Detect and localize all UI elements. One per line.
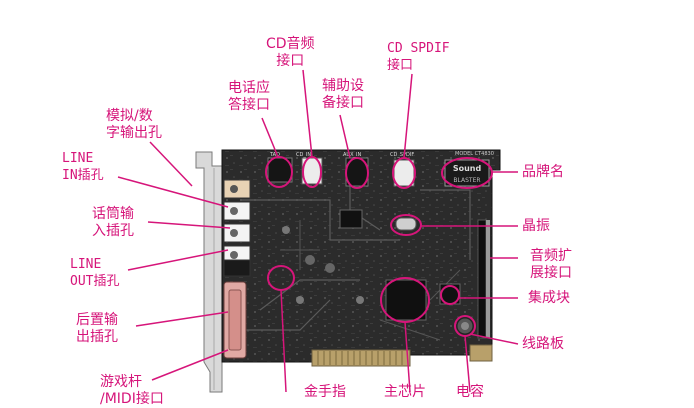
label-cd-spdif: CD SPDIF 接口 xyxy=(387,40,450,74)
silkscreen-cd-spdif: CD_SPDIF xyxy=(390,152,414,158)
label-cd-audio: CD音频 接口 xyxy=(266,36,315,70)
label-integrated-circuit: 集成块 xyxy=(528,290,570,307)
label-gold-finger: 金手指 xyxy=(304,384,346,401)
main-chip-body xyxy=(386,280,426,320)
gold-finger-connector xyxy=(312,350,410,366)
logo-text-sound: Sound xyxy=(453,164,482,173)
label-capacitor: 电容 xyxy=(456,384,484,401)
gold-finger-right xyxy=(470,345,492,361)
label-phone-answer: 电话应 答接口 xyxy=(228,80,270,114)
label-line-in: LINE IN插孔 xyxy=(62,150,104,184)
metal-bracket xyxy=(196,152,222,392)
label-game-midi: 游戏杆 /MIDI接口 xyxy=(100,374,164,408)
model-number-text: MODEL CT4830 xyxy=(455,151,494,157)
label-brand: 品牌名 xyxy=(522,164,564,181)
crystal-oscillator xyxy=(396,218,416,230)
expansion-header xyxy=(478,220,490,338)
label-rear-out: 后置输 出插孔 xyxy=(76,312,118,346)
logo-text-blaster: BLASTER xyxy=(453,177,480,184)
label-analog-digital-out: 模拟/数 字输出孔 xyxy=(106,108,162,142)
label-crystal: 晶振 xyxy=(522,218,550,235)
label-circuit-board: 线路板 xyxy=(522,336,564,353)
label-aux: 辅助设 备接口 xyxy=(322,78,364,112)
game-midi-port xyxy=(224,282,246,358)
small-ic-1 xyxy=(340,210,362,228)
silkscreen-aux-in: AUX_IN xyxy=(343,152,361,158)
label-mic-in: 话筒输 入插孔 xyxy=(92,206,134,240)
label-line-out: LINE OUT插孔 xyxy=(70,256,119,290)
label-main-chip: 主芯片 xyxy=(384,384,426,401)
label-expansion: 音频扩 展接口 xyxy=(530,248,572,282)
